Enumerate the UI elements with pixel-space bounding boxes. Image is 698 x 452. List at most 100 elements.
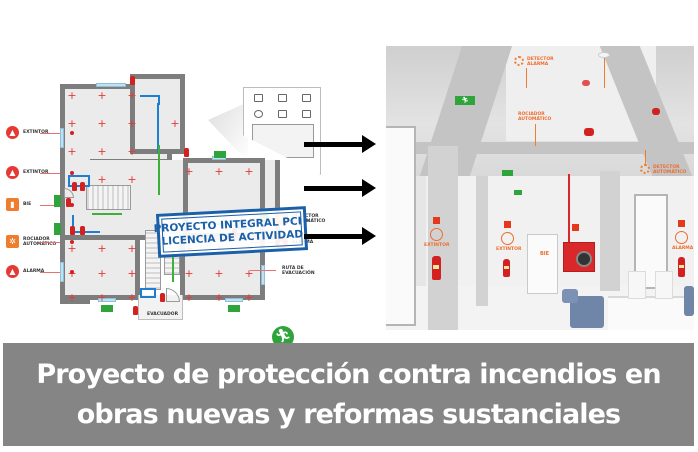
marker-dot <box>70 203 74 207</box>
sprinkler-mark: + <box>97 173 107 186</box>
arrow-right-icon <box>304 135 376 153</box>
sprinkler-mark: + <box>244 267 254 280</box>
caption-line-1: Proyecto de protección contra incendios … <box>36 358 661 390</box>
exit-tag <box>54 195 61 207</box>
alarma-label: ALARMA <box>672 246 694 251</box>
sprinkler-mark: + <box>184 291 194 304</box>
window-left <box>386 126 416 326</box>
extinguisher-icon <box>184 148 189 157</box>
window <box>98 298 116 302</box>
detector-gear-icon <box>640 164 650 174</box>
extinguisher-icon <box>160 293 165 302</box>
column <box>476 176 488 306</box>
caption-banner: Proyecto de protección contra incendios … <box>3 343 694 446</box>
route-arrow <box>92 213 122 215</box>
sprinkler-mark: + <box>214 291 224 304</box>
marker-dot <box>70 131 74 135</box>
window <box>225 298 243 302</box>
window <box>60 128 64 148</box>
leader-line <box>40 272 72 273</box>
pipe-route <box>140 288 156 298</box>
exit-tag <box>54 223 61 235</box>
pipe-route <box>157 103 159 153</box>
armchair <box>562 289 578 303</box>
marker-dot <box>70 240 74 244</box>
sprinkler-mark: + <box>67 89 77 102</box>
sprinkler-mark: + <box>97 117 107 130</box>
alarm-bell <box>584 128 594 136</box>
arrow-right-icon <box>304 179 376 197</box>
leader-line <box>250 270 276 271</box>
sprinkler-mark: + <box>67 145 77 158</box>
bie-icon <box>254 94 263 102</box>
alarm-bell <box>652 108 660 115</box>
sprinkler-icon: ✲ <box>6 235 19 248</box>
route-arrow <box>158 145 160 195</box>
extinguisher-sign-icon <box>430 228 443 241</box>
sprinkler-mark: + <box>97 89 107 102</box>
fire-sign <box>678 220 685 227</box>
sprinkler-icon <box>278 110 287 118</box>
marker-dot <box>70 171 74 175</box>
extinguisher-icon <box>80 226 85 235</box>
bie-cabinet <box>563 242 595 272</box>
leader-line <box>40 242 72 243</box>
alarm-bell <box>582 80 590 86</box>
desk-screen <box>628 271 646 299</box>
sprinkler-mark: + <box>127 291 137 304</box>
sprinkler-mark: + <box>244 291 254 304</box>
sprinkler-mark: + <box>127 242 137 255</box>
detector-gear-icon <box>514 56 524 66</box>
window <box>261 265 265 285</box>
extinguisher-icon <box>80 182 85 191</box>
sprinkler-mark: + <box>97 267 107 280</box>
legend-bie: ▮ BIE <box>6 198 63 211</box>
bie-hose-icon: ▮ <box>6 198 19 211</box>
leader-line <box>604 58 605 88</box>
sprinkler-mark: + <box>244 165 254 178</box>
sprinkler-mark: + <box>214 267 224 280</box>
extinguisher-icon <box>72 182 77 191</box>
legend-rociador: ✲ Rociador automático <box>6 235 63 248</box>
sprinkler-mark: + <box>67 291 77 304</box>
chair <box>684 286 694 316</box>
legend-alarma: ▲ Alarma <box>6 265 63 278</box>
sprinkler-mark: + <box>97 291 107 304</box>
exit-sign-icon <box>514 190 522 195</box>
exit-sign-icon <box>502 170 513 176</box>
caption-line-2: obras nuevas y reformas sustanciales <box>76 398 621 430</box>
extinguisher-icon: ▲ <box>6 126 19 139</box>
sprinkler-mark: + <box>214 165 224 178</box>
evacuador-label: Evacuador <box>147 312 179 317</box>
pipe-route <box>68 175 90 187</box>
stairs-west <box>86 185 131 210</box>
red-pipe <box>568 174 570 244</box>
desk <box>608 296 694 330</box>
extinguisher-icon <box>503 259 510 277</box>
project-stamp: PROYECTO INTEGRAL PCI - LICENCIA DE ACTI… <box>153 206 310 258</box>
fire-sign <box>572 224 579 231</box>
extinguisher-icon <box>70 226 75 235</box>
alarm-icon: ▲ <box>6 265 19 278</box>
door-swing <box>166 288 180 302</box>
hose-reel-icon <box>576 251 592 267</box>
sprinkler-mark: + <box>127 267 137 280</box>
sprinkler-mark: + <box>67 242 77 255</box>
sprinkler-mark: + <box>184 267 194 280</box>
smoke-detector <box>598 52 610 58</box>
leader-line <box>535 124 536 146</box>
extinguisher-sign-icon <box>501 232 514 245</box>
arrow-right-icon <box>304 227 376 245</box>
exit-tag <box>214 151 226 158</box>
extintor-label: EXTINTOR <box>424 243 450 248</box>
extinguisher-icon <box>66 198 71 207</box>
column <box>600 171 620 291</box>
legend-extintor-2: ▲ Extintor <box>6 166 63 179</box>
pipe-route <box>72 215 100 233</box>
legend-ruta: Ruta de evacuación <box>282 266 315 276</box>
window <box>60 262 64 282</box>
sprinkler-mark: + <box>97 242 107 255</box>
